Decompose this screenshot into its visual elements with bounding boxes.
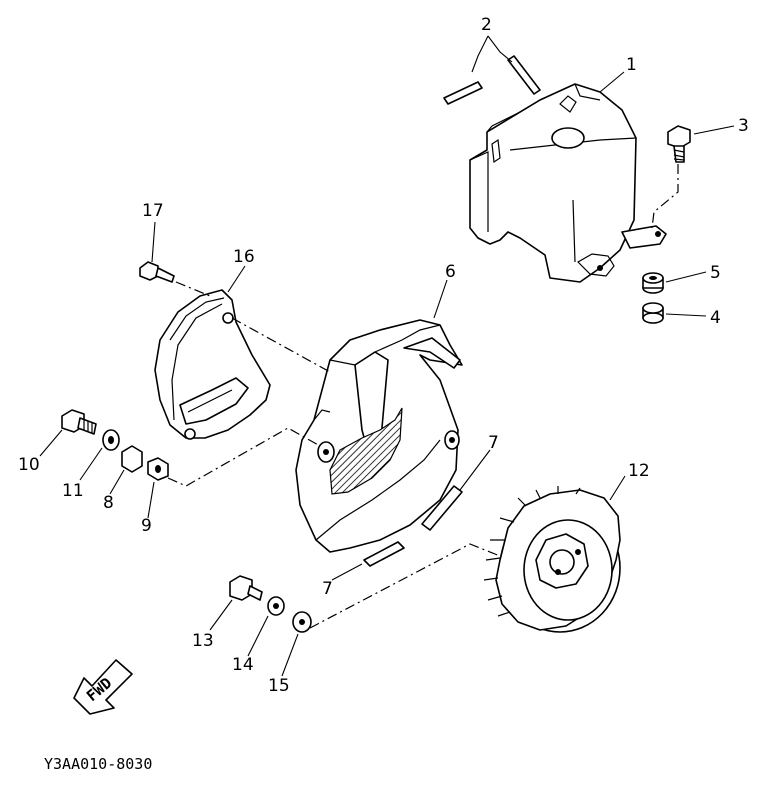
callout-14: 14 <box>232 655 254 675</box>
callout-4: 4 <box>710 308 721 328</box>
forward-direction-arrow: FWD <box>73 659 133 715</box>
callout-labels: 1 2 3 4 5 6 7 7 8 9 10 11 12 13 14 15 16… <box>18 15 749 696</box>
lock-washer-part-14 <box>267 596 285 616</box>
nut-part-13 <box>229 575 263 601</box>
fan-housing-part-6 <box>295 319 463 553</box>
callout-11: 11 <box>62 481 84 501</box>
washer-part-15 <box>292 611 312 633</box>
keys-part-7 <box>363 485 463 567</box>
callout-13: 13 <box>192 631 214 651</box>
screw-part-17 <box>139 261 175 283</box>
callout-15: 15 <box>268 676 290 696</box>
pins-part-2 <box>443 55 541 105</box>
callout-16: 16 <box>233 247 255 267</box>
cylinder-shroud-part-1 <box>469 83 667 283</box>
callout-17: 17 <box>142 201 164 221</box>
collar-part-8 <box>121 445 143 473</box>
callout-8: 8 <box>103 493 114 513</box>
callout-12: 12 <box>628 461 650 481</box>
leader-lines <box>39 35 735 677</box>
nut-part-9 <box>147 457 169 481</box>
callout-1: 1 <box>626 55 637 75</box>
callout-10: 10 <box>18 455 40 475</box>
assembly-lines <box>167 164 679 629</box>
washer-part-11 <box>102 429 120 451</box>
collar-part-4 <box>642 302 664 324</box>
callout-2: 2 <box>481 15 492 35</box>
callout-7-lower: 7 <box>322 579 333 599</box>
starter-guide-part-16 <box>154 289 271 440</box>
callout-6: 6 <box>445 262 456 282</box>
bolt-part-10 <box>61 409 97 435</box>
callout-5: 5 <box>710 263 721 283</box>
callout-9: 9 <box>141 516 152 536</box>
figure-code: Y3AA010-8030 <box>44 755 152 773</box>
grommet-part-5 <box>642 272 664 294</box>
callout-3: 3 <box>738 116 749 136</box>
callout-7-upper: 7 <box>488 433 499 453</box>
bolt-part-3 <box>667 125 691 163</box>
flywheel-part-12 <box>483 486 621 633</box>
